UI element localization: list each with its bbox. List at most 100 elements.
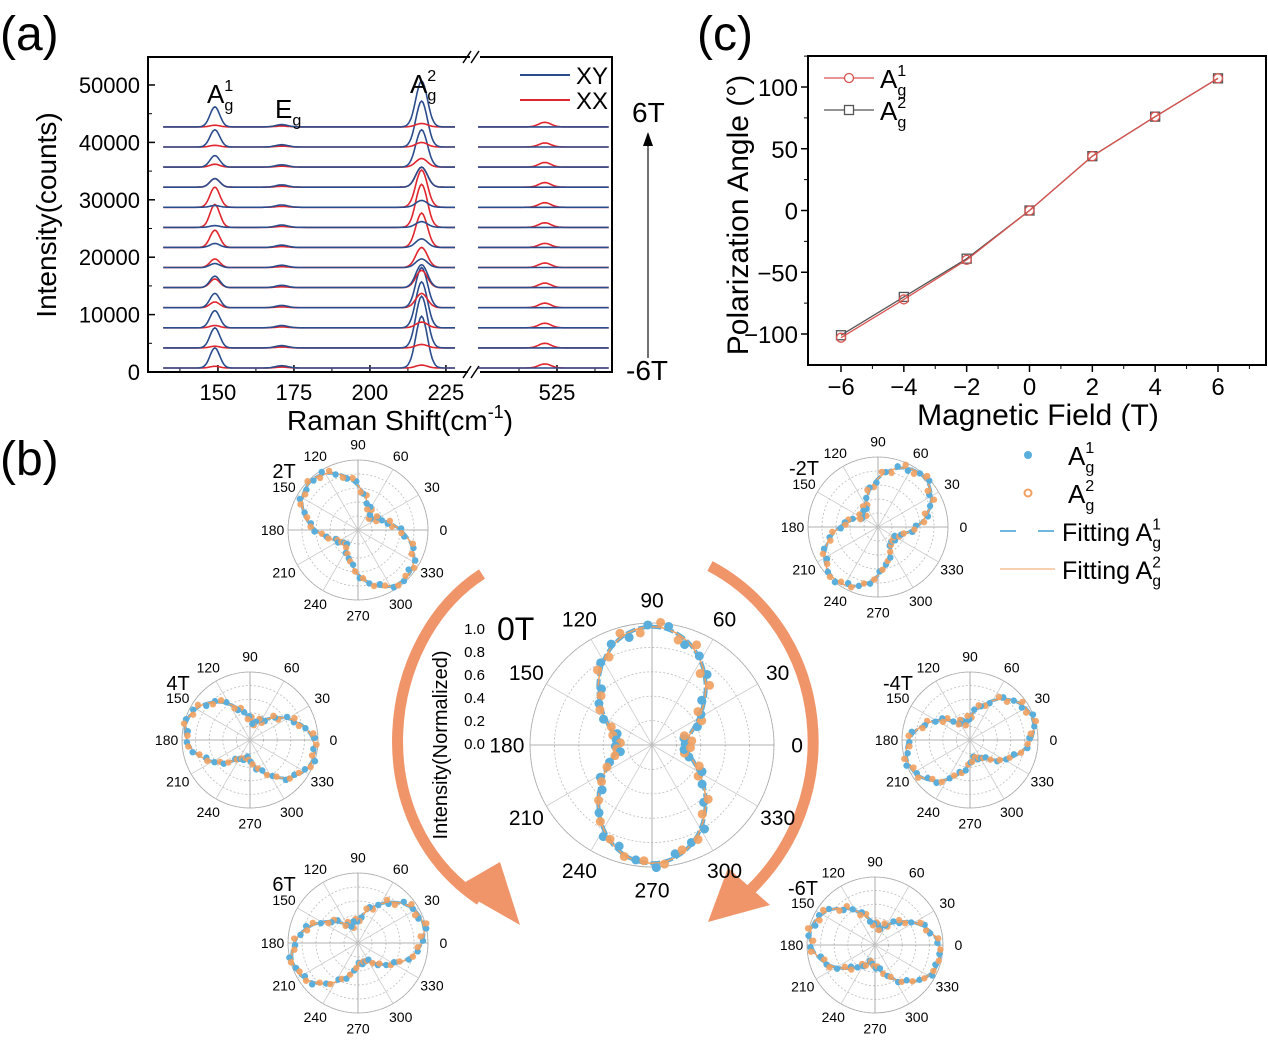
data-point-ag2 xyxy=(895,916,903,924)
data-point-ag1 xyxy=(343,975,350,982)
data-point-ag1 xyxy=(933,779,940,787)
angle-tick-label: 60 xyxy=(393,861,409,877)
angle-tick-label: 30 xyxy=(939,895,955,911)
y-tick-label: 10000 xyxy=(79,303,140,328)
polar-grid-spoke xyxy=(322,469,359,531)
axis-break-bottom xyxy=(462,365,480,379)
data-point-ag1 xyxy=(203,702,210,710)
data-point-ag2 xyxy=(369,959,376,967)
data-point-ag1 xyxy=(876,965,884,972)
data-point-ag2 xyxy=(922,927,930,934)
data-point-ag1 xyxy=(831,578,839,586)
spectrum-xy-line xyxy=(163,315,609,369)
data-point-ag1 xyxy=(283,713,291,721)
data-point-ag2 xyxy=(196,751,203,758)
polar-grid-spoke xyxy=(842,526,879,588)
radial-tick-label: 0.8 xyxy=(464,644,485,661)
data-point-ag1 xyxy=(1010,751,1018,758)
data-point-ag1 xyxy=(907,919,915,926)
data-point-ag1 xyxy=(812,922,819,929)
data-point-ag2 xyxy=(414,943,421,951)
data-point-ag1 xyxy=(405,566,412,573)
field-label: -6T xyxy=(788,878,818,900)
angle-tick-label: 300 xyxy=(280,804,304,820)
angle-tick-label: 120 xyxy=(197,660,221,676)
data-point-ag2 xyxy=(888,469,895,477)
angle-tick-label: 150 xyxy=(272,479,296,495)
data-point-ag2 xyxy=(310,730,317,737)
legend-marker-circle xyxy=(843,72,855,84)
angle-tick-label: 180 xyxy=(261,935,285,951)
data-point-ag1 xyxy=(423,925,430,932)
data-point-ag2 xyxy=(816,917,823,924)
angle-tick-label: 210 xyxy=(791,979,815,995)
data-point-ag2 xyxy=(693,834,703,844)
data-point-ag2 xyxy=(1017,749,1025,756)
data-point-circle xyxy=(1212,73,1224,84)
x-tick-label: −4 xyxy=(890,374,917,401)
data-point-ag2 xyxy=(286,775,294,782)
legend-label-sub: g xyxy=(1152,535,1161,552)
data-point-ag2 xyxy=(879,566,886,573)
data-point-ag1 xyxy=(903,977,910,984)
data-point-ag2 xyxy=(695,669,705,679)
legend-label-base: A xyxy=(1136,519,1153,547)
polar-grid-spoke xyxy=(322,942,359,1004)
data-point-ag1 xyxy=(694,651,704,661)
data-point-ag2 xyxy=(180,720,188,727)
data-point-ag2 xyxy=(391,901,399,909)
polar-grid-spoke xyxy=(969,705,1030,741)
data-point-ag2 xyxy=(610,751,620,761)
polar-grid-spoke xyxy=(357,529,394,591)
spectrum-xx-line xyxy=(163,246,609,269)
data-point-ag2 xyxy=(373,513,381,520)
angle-tick-label: 90 xyxy=(242,649,258,665)
arrowhead-icon xyxy=(708,868,770,922)
angle-tick-label: 120 xyxy=(562,609,597,632)
legend-label: Fitting Ag2 xyxy=(1062,554,1161,590)
polar-grid-spoke xyxy=(969,680,1005,741)
polar-grid-spoke xyxy=(357,469,394,531)
polar-grid-spoke xyxy=(322,882,359,944)
data-point-ag2 xyxy=(194,701,202,709)
legend-dot-icon xyxy=(1024,451,1032,459)
data-point-ag2 xyxy=(291,715,298,722)
spectrum-xx-line xyxy=(163,157,609,168)
data-point-ag2 xyxy=(804,925,812,932)
angle-tick-label: 270 xyxy=(866,604,890,620)
data-point-ag2 xyxy=(597,777,607,787)
data-point-ag2 xyxy=(263,771,271,779)
data-point-ag2 xyxy=(596,691,606,701)
data-point-ag2 xyxy=(807,948,815,955)
angle-tick-label: 180 xyxy=(781,519,805,535)
spectrum-xy-line xyxy=(163,199,609,209)
spectrum-xy-line xyxy=(163,294,609,349)
angle-tick-label: 180 xyxy=(155,732,179,748)
data-point-ag2 xyxy=(209,701,217,708)
data-point-ag1 xyxy=(296,495,303,503)
polar-grid-spoke xyxy=(297,942,359,979)
peak-label: Ag2 xyxy=(410,67,436,105)
data-point-ag2 xyxy=(185,743,192,750)
angle-tick-label: 300 xyxy=(905,1009,929,1025)
legend-label-sup: 2 xyxy=(897,94,906,112)
polar-grid-spoke xyxy=(877,466,914,528)
data-point-ag2 xyxy=(359,575,367,582)
data-point-ag1 xyxy=(643,620,653,630)
field-label: 2T xyxy=(272,461,295,483)
data-point-ag2 xyxy=(291,946,298,953)
data-point-ag2 xyxy=(923,472,931,480)
data-point-ag2 xyxy=(826,573,834,580)
data-point-ag2 xyxy=(604,652,614,662)
angle-tick-label: 90 xyxy=(640,589,663,612)
spectrum-xx-line xyxy=(163,166,609,188)
angle-tick-label: 180 xyxy=(261,522,285,538)
data-point-ag2 xyxy=(824,560,831,568)
data-point-ag2 xyxy=(595,817,605,827)
angle-tick-label: 180 xyxy=(875,732,899,748)
data-point-ag2 xyxy=(309,919,316,927)
data-point-circle xyxy=(1150,111,1161,122)
legend-label: Ag2 xyxy=(1068,477,1094,515)
